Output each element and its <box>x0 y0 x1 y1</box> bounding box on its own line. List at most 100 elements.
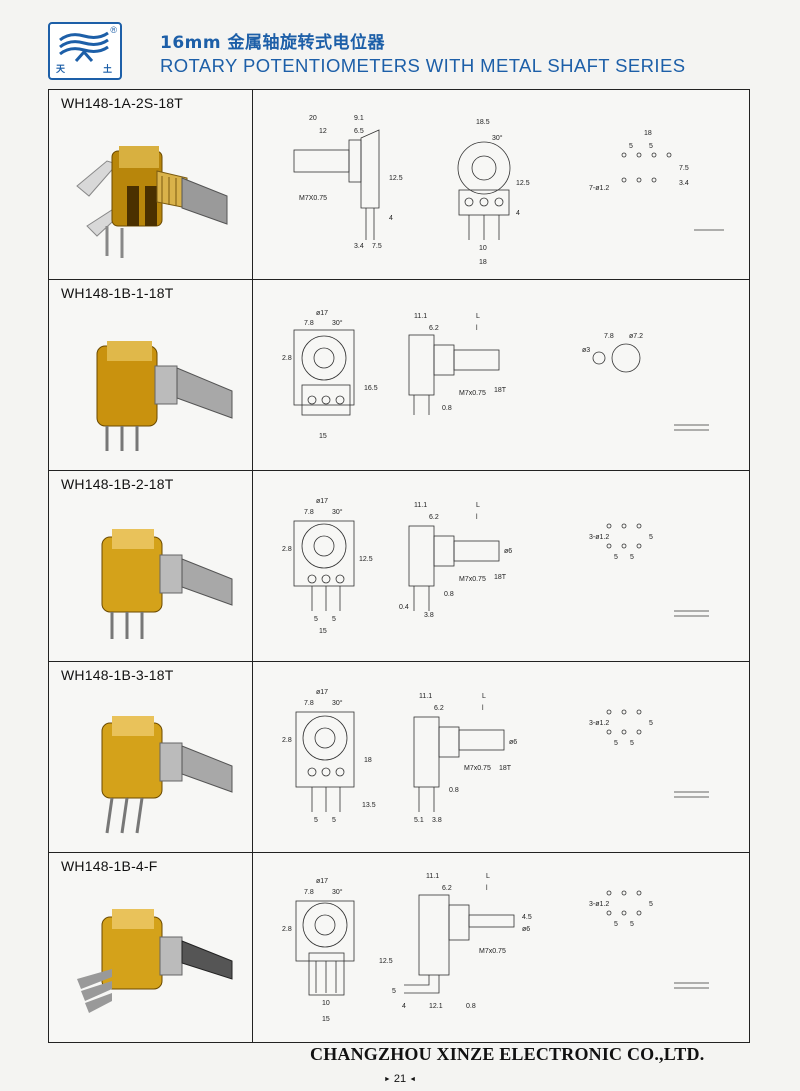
model-number: WH148-1B-4-F <box>61 858 158 874</box>
dim-label: 18T <box>499 765 512 772</box>
dim-label: L <box>476 502 480 509</box>
dim-label: M7x0.75 <box>479 948 506 955</box>
product-row: WH148-1B-1-18T <box>49 280 749 471</box>
technical-drawing-cell: ø17 7.8 30° 10 15 2.8 11.1 L 6.2 l 4.5 ø… <box>254 853 749 1042</box>
dim-label: 5 <box>314 616 318 623</box>
model-number: WH148-1B-2-18T <box>61 476 174 492</box>
product-row: WH148-1A-2S-18T <box>49 90 749 280</box>
dim-label: 2.8 <box>282 926 292 933</box>
page-title-english: ROTARY POTENTIOMETERS WITH METAL SHAFT S… <box>160 55 686 76</box>
dim-label: ø7.2 <box>629 333 643 340</box>
dim-label: 5 <box>649 143 653 150</box>
dim-label: ø3 <box>582 347 590 354</box>
dim-label: M7x0.75 <box>459 576 486 583</box>
dim-label: 30° <box>492 134 503 142</box>
dim-label: 10 <box>322 1000 330 1007</box>
dim-label: 18 <box>644 130 652 137</box>
dim-label: 13.5 <box>362 802 376 809</box>
dim-label: l <box>482 705 484 712</box>
dim-label: 5.1 <box>414 817 424 824</box>
dim-label: 5 <box>332 616 336 623</box>
dim-label: L <box>476 313 480 320</box>
product-photo-cell: WH148-1B-3-18T <box>49 662 253 852</box>
dim-label: 18T <box>494 574 507 581</box>
dim-label: 0.4 <box>399 604 409 611</box>
dim-label: 18.5 <box>476 119 490 126</box>
product-photo-cell: WH148-1B-2-18T <box>49 471 253 661</box>
dim-label: 3.4 <box>679 180 689 187</box>
dim-label: 18 <box>364 757 372 764</box>
page-title-chinese: 16mm 金属轴旋转式电位器 <box>160 33 386 53</box>
page-number-value: 21 <box>393 1073 407 1085</box>
dim-label: l <box>476 325 478 332</box>
dim-label: 12.1 <box>429 1003 443 1010</box>
product-row: WH148-1B-2-18T <box>49 471 749 662</box>
dim-label: 5 <box>630 921 634 928</box>
dim-label: 2.8 <box>282 546 292 553</box>
product-row: WH148-1B-3-18T <box>49 662 749 853</box>
dim-label: 4 <box>516 210 520 217</box>
product-photo-cell: WH148-1B-4-F <box>49 853 253 1042</box>
product-table: WH148-1A-2S-18T <box>48 89 750 1043</box>
dimension-drawing: 20 9.1 12 6.5 M7X0.75 12.5 4 3.4 7.5 18.… <box>293 115 724 266</box>
dim-label: 12.5 <box>516 180 530 187</box>
dim-label: 12 <box>319 128 327 135</box>
dim-label: 4 <box>389 215 393 222</box>
dim-label: 10 <box>479 245 487 252</box>
dim-label: 6.2 <box>429 325 439 332</box>
dim-label: 11.1 <box>426 873 439 880</box>
dim-label: 7-ø1.2 <box>589 185 609 192</box>
dim-label: M7X0.75 <box>299 195 327 202</box>
dim-label: 5 <box>614 554 618 561</box>
dim-label: 5 <box>629 143 633 150</box>
dim-label: ø6 <box>504 548 512 555</box>
model-number: WH148-1B-1-18T <box>61 285 174 301</box>
logo-char-right: 土 <box>102 65 112 75</box>
dim-label: l <box>486 885 488 892</box>
dim-label: 12.5 <box>359 556 373 563</box>
product-photo-cell: WH148-1B-1-18T <box>49 280 253 470</box>
dim-label: 2.8 <box>282 737 292 744</box>
technical-drawing-cell: ø17 7.8 30° 18 5 5 13.5 2.8 11.1 L 6.2 l… <box>254 662 749 852</box>
dim-label: 30° <box>332 508 343 516</box>
dim-label: 9.1 <box>354 115 364 122</box>
dim-label: 0.8 <box>442 405 452 412</box>
dim-label: 30° <box>332 888 343 896</box>
dim-label: 15 <box>322 1016 330 1023</box>
product-photo-cell: WH148-1A-2S-18T <box>49 90 253 279</box>
dim-label: 11.1 <box>414 313 427 320</box>
dim-label: 11.1 <box>419 693 432 700</box>
dim-label: L <box>482 693 486 700</box>
dimension-drawing: ø17 7.8 30° 16.5 15 2.8 11.1 L 6.2 l M7x… <box>282 310 709 440</box>
potentiometer-photo <box>101 716 233 834</box>
product-row: WH148-1B-4-F <box>49 853 749 1042</box>
dim-label: 7.8 <box>304 700 314 707</box>
dim-label: 6.5 <box>354 128 364 135</box>
dim-label: ø6 <box>509 739 517 746</box>
potentiometer-photo <box>101 529 233 639</box>
dim-label: 3-ø1.2 <box>589 901 609 908</box>
dim-label: 18 <box>479 259 487 266</box>
dim-label: M7x0.75 <box>464 765 491 772</box>
dim-label: ø17 <box>316 689 328 696</box>
dim-label: ø17 <box>316 878 328 885</box>
dimension-drawing: ø17 7.8 30° 12.5 5 5 15 2.8 11.1 L 6.2 l… <box>282 498 709 635</box>
dim-label: 5 <box>649 720 653 727</box>
dim-label: 3-ø1.2 <box>589 534 609 541</box>
dim-label: 3.8 <box>432 817 442 824</box>
dim-label: 7.8 <box>304 889 314 896</box>
dim-label: 7.8 <box>304 509 314 516</box>
dim-label: 4.5 <box>522 914 532 921</box>
dim-label: 3.4 <box>354 243 364 250</box>
dim-label: 12.5 <box>379 958 393 965</box>
dim-label: 0.8 <box>449 787 459 794</box>
dim-label: 5 <box>649 901 653 908</box>
dim-label: 30° <box>332 699 343 707</box>
dim-label: 11.1 <box>414 502 427 509</box>
dim-label: 5 <box>392 988 396 995</box>
arrow-left-icon: ◄ <box>409 1076 417 1083</box>
dim-label: 16.5 <box>364 385 378 392</box>
dim-label: ø17 <box>316 310 328 317</box>
technical-drawing-cell: ø17 7.8 30° 12.5 5 5 15 2.8 11.1 L 6.2 l… <box>254 471 749 661</box>
dim-label: 7.8 <box>304 320 314 327</box>
